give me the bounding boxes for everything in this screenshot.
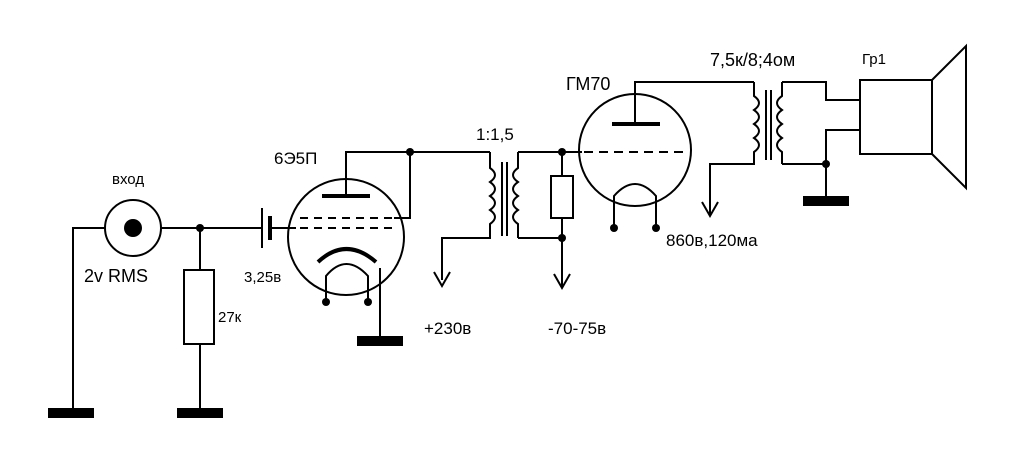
anode-wire <box>345 151 410 196</box>
label-speaker: Гр1 <box>862 51 886 68</box>
label-tube-gm70: ГМ70 <box>566 74 610 94</box>
label-bias-out: -70-75в <box>548 319 606 338</box>
tube-6e5p <box>287 178 405 306</box>
label-ratio-it: 1:1,5 <box>476 125 514 144</box>
label-input-level: 2v RMS <box>84 266 148 286</box>
input-ground-wire <box>72 227 105 410</box>
input-jack <box>104 199 162 257</box>
speaker-symbol <box>859 43 967 191</box>
ot-secondary-bottom-wire <box>782 129 860 165</box>
output-transformer <box>709 82 784 216</box>
screen-wire <box>394 152 411 219</box>
interstage-transformer <box>441 152 520 280</box>
label-tube-6e5p: 6Э5П <box>274 149 317 168</box>
arrow-bias <box>553 273 571 291</box>
ground-symbol-2 <box>177 408 223 418</box>
label-ratio-ot: 7,5к/8;4ом <box>710 50 795 70</box>
label-supply-860: 860в,120ма <box>666 231 758 250</box>
label-supply-230: +230в <box>424 319 471 338</box>
label-input-name: вход <box>112 171 144 188</box>
arrow-supply-230 <box>433 271 451 289</box>
label-resistor-27k: 27к <box>218 309 242 326</box>
ot-secondary-top-wire <box>782 81 860 101</box>
resistor-27k <box>183 269 215 345</box>
label-bias-3v25: 3,25в <box>244 269 281 286</box>
ground-symbol-1 <box>48 408 94 418</box>
arrow-supply-860 <box>701 201 719 219</box>
bias-cell-symbol <box>261 208 296 248</box>
ground-symbol-4 <box>803 196 849 206</box>
ground-symbol-3 <box>357 336 403 346</box>
gm70-anode-wire <box>634 81 754 124</box>
grid-resistor <box>550 175 574 219</box>
